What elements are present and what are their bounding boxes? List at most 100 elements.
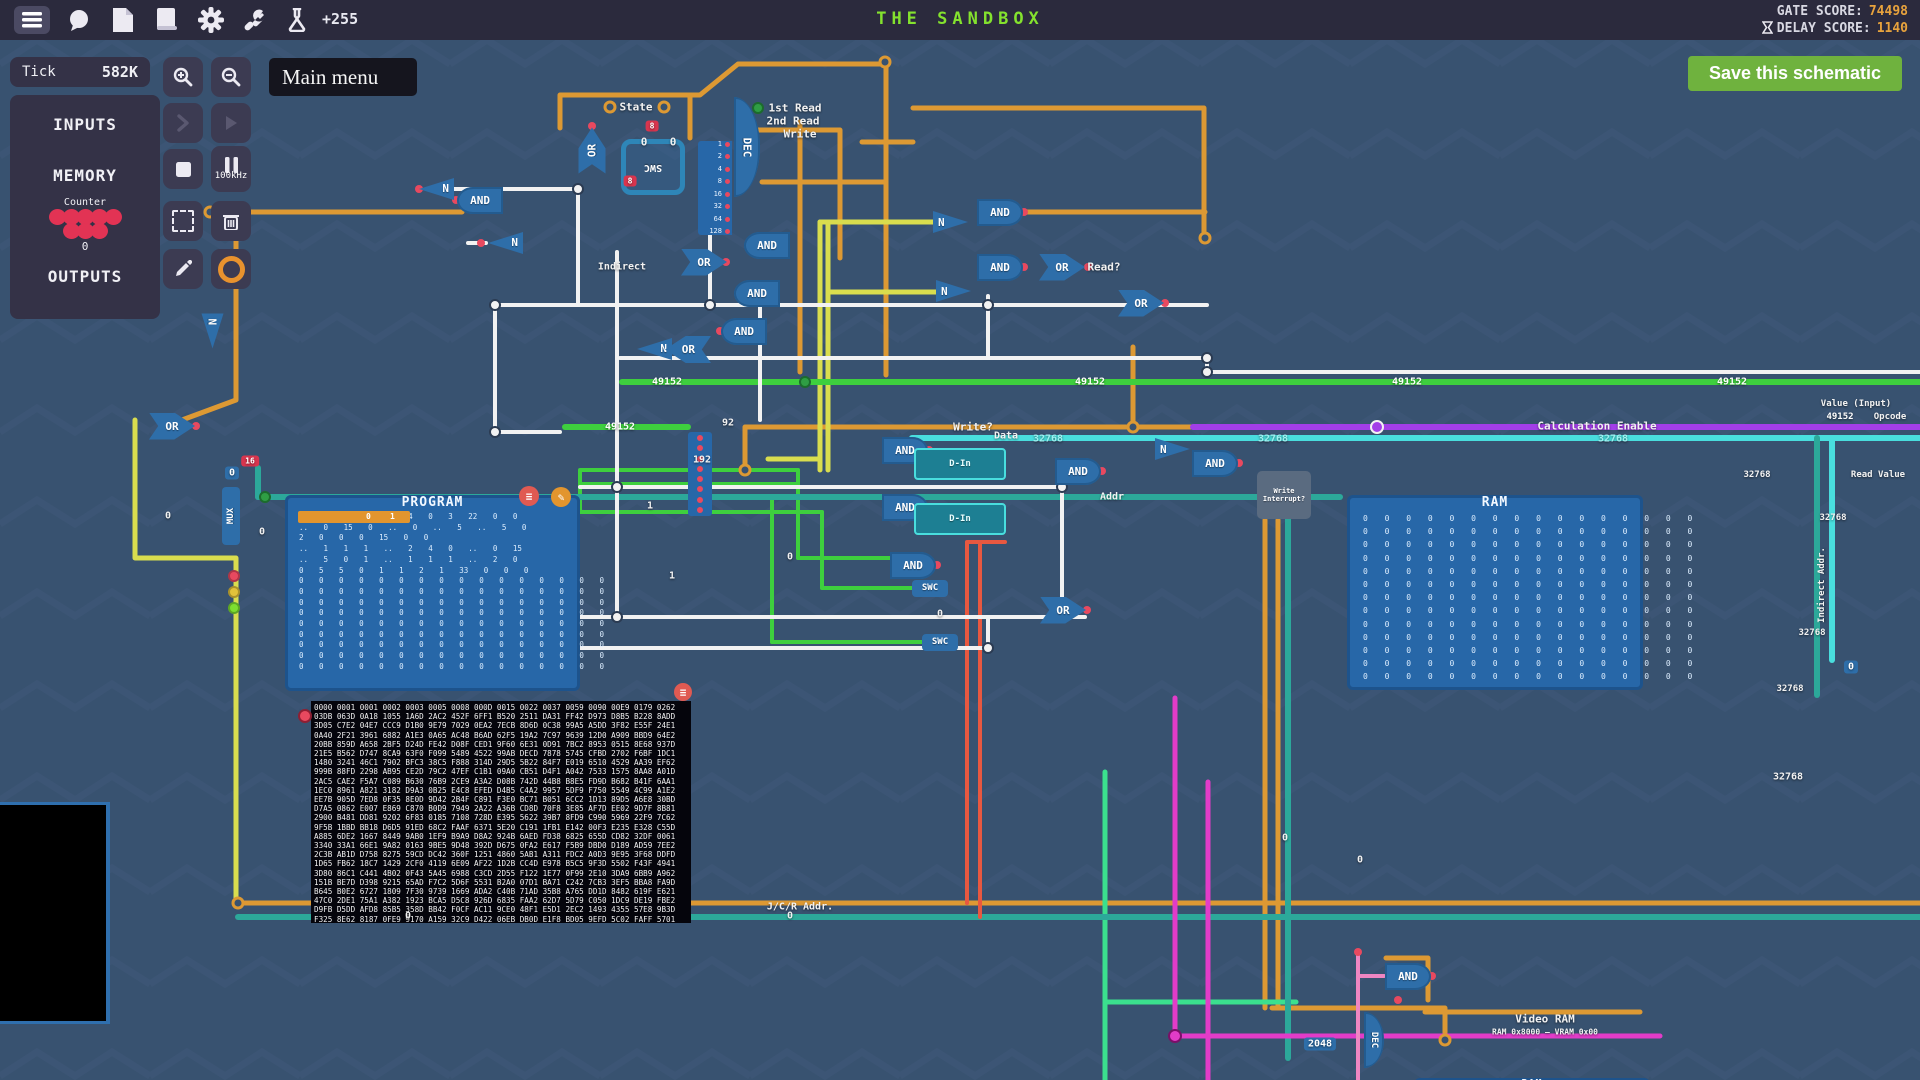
edit-button[interactable]	[163, 249, 203, 289]
video-ram-panel-title: RAM	[1414, 1078, 1650, 1080]
grid-row: 0 0 0 0 0 0 0 0 0 0 0 0 0 0 0 0	[1363, 632, 1693, 642]
stop-icon	[175, 161, 191, 177]
gate-dec[interactable]: DEC	[1364, 1012, 1384, 1068]
sim-speed: 100kHz	[214, 171, 248, 181]
gate-swc[interactable]: SWC	[912, 579, 948, 597]
tick-value: 582K	[101, 63, 138, 81]
zoom-in-button[interactable]	[163, 57, 203, 97]
grid-row: 2AC5 CAE2 F5A7 C089 B630 76B9 2CE9 A3A2 …	[314, 776, 676, 786]
decoder-input-label: 2	[717, 152, 722, 161]
grid-row: 1480 3241 46C1 7902 BFC3 38C5 F888 314D …	[314, 758, 676, 768]
page-title: THE SANDBOX	[876, 9, 1044, 29]
gate-and[interactable]: AND	[977, 253, 1023, 281]
main-menu-button[interactable]	[14, 6, 50, 34]
counter-value: 0	[81, 240, 89, 253]
gate-and[interactable]: AND	[457, 186, 503, 214]
program-memory-panel[interactable]: PROGRAM 0 1 .. 3 0 2 .. 4 0 3 22 0 0.. 0…	[285, 495, 604, 691]
gate-d-in[interactable]: D-In	[914, 503, 1006, 535]
gate-and[interactable]: AND	[734, 279, 780, 307]
gate-label: OR	[165, 419, 179, 433]
gate-label: SWC	[643, 161, 663, 173]
select-button[interactable]	[163, 201, 203, 241]
chat-button[interactable]	[64, 6, 94, 34]
grid-row: 0 0 0 0 0 0 0 0 0 0 0 0 0 0 0 0	[1363, 514, 1693, 523]
grid-row: D9FB D5DD AFD8 85B5 358D BB42 F0CF AC11 …	[314, 905, 676, 915]
grid-row: 0 0 0 0 0 0 0 0 0 0 0 0 0 0 0 0	[1363, 527, 1693, 537]
grid-row: 03DB 063D 0A18 1055 1A6D 2AC2 452F 6FF1 …	[314, 712, 676, 722]
gate-label: D-In	[949, 514, 971, 524]
grid-row: 2900 B481 DD81 9202 6F83 0185 7108 728D …	[314, 813, 676, 823]
counter-label: Counter	[63, 197, 107, 208]
gate-label: AND	[895, 443, 915, 457]
grid-row: 0 0 0 0 0 0 0 0 0 0 0 0 0 0 0 0	[1363, 540, 1693, 550]
program-menu-badge[interactable]: ≡	[519, 486, 539, 506]
hourglass-icon	[1761, 21, 1774, 34]
grid-row: 2C3B AB1D D758 8275 59CD DC42 360F 1251 …	[314, 850, 676, 860]
grid-row: B645 B0E2 6727 1809 7F30 9739 1669 ADA2 …	[314, 887, 676, 897]
delete-button[interactable]	[211, 201, 251, 241]
step-button[interactable]	[163, 103, 203, 143]
save-schematic-button[interactable]: Save this schematic	[1688, 56, 1902, 91]
decoder-input-label: 128	[709, 226, 722, 235]
decoder-input-label: 32	[713, 202, 722, 211]
zoom-out-icon	[221, 67, 241, 87]
book-button[interactable]	[152, 6, 182, 34]
gate-and[interactable]: AND	[1055, 457, 1101, 485]
gate-and[interactable]: AND	[1192, 449, 1238, 477]
grid-row: 0 0 0 0 0 0 0 0 0 0 0 0 0 0 0 0	[299, 619, 604, 629]
grid-row: 9F5B 1BBD BB18 D6D5 91ED 68C2 FAAF 6371 …	[314, 822, 676, 832]
play-button[interactable]	[211, 103, 251, 143]
grid-row: 3D80 86C1 C441 4B02 0F43 5A45 6988 C3CD …	[314, 868, 676, 878]
wire-mode-button[interactable]	[211, 249, 251, 289]
wrench-icon	[244, 9, 264, 31]
gate-label: N	[938, 215, 945, 229]
gate-d-in[interactable]: D-In	[914, 448, 1006, 480]
gate-label: AND	[1398, 969, 1418, 983]
gate-label: OR	[585, 143, 599, 157]
video-ram-panel[interactable]: RAM 0 0 0 0 0 0 0 0 0 0 0 0 0 0 0 00 0 0…	[1414, 1078, 1650, 1080]
gate-mux[interactable]: MUX	[222, 487, 240, 545]
zoom-out-button[interactable]	[211, 57, 251, 97]
settings-button[interactable]	[196, 6, 226, 34]
tick-counter: Tick 582K	[10, 57, 150, 87]
gate-and[interactable]: AND	[744, 231, 790, 259]
gate-label: DEC	[1368, 1031, 1379, 1049]
small-decoder[interactable]	[688, 432, 712, 516]
tick-label: Tick	[22, 64, 56, 80]
gate-label: OR	[697, 255, 711, 269]
hexdump-menu-badge[interactable]: ≡	[674, 683, 692, 701]
gate-and[interactable]: AND	[890, 551, 936, 579]
grid-row: 0 0 0 0 0 0 0 0 0 0 0 0 0 0 0 0	[299, 661, 604, 671]
program-edit-badge[interactable]: ✎	[551, 487, 571, 507]
flask-icon	[288, 8, 306, 32]
gate-label: DEC	[740, 137, 754, 157]
outputs-heading: OUTPUTS	[47, 267, 123, 286]
gate-label: OR	[681, 342, 695, 356]
stop-button[interactable]	[163, 149, 203, 189]
gate-write-interrupt-[interactable]: Write Interrupt?	[1257, 471, 1311, 519]
counter-component[interactable]	[48, 209, 122, 239]
memory-hexdump[interactable]: 0000 0001 0001 0002 0003 0005 0008 000D …	[311, 701, 691, 924]
file-button[interactable]	[108, 6, 138, 34]
gate-label: N	[206, 318, 219, 326]
gate-and[interactable]: AND	[1385, 962, 1431, 990]
highlight-cell: 1	[390, 512, 395, 521]
delay-score: DELAY SCORE:1140	[1761, 21, 1908, 36]
gate-and[interactable]: AND	[721, 317, 767, 345]
tools-button[interactable]	[240, 6, 270, 34]
gate-label: OR	[1056, 603, 1070, 617]
gate-label: OR	[1134, 296, 1148, 310]
pause-speed-button[interactable]: 100kHz	[211, 146, 251, 192]
gate-and[interactable]: AND	[977, 198, 1023, 226]
decoder-input-label: 8	[717, 177, 722, 186]
lab-button[interactable]	[282, 6, 312, 34]
highlight-cell: 0	[366, 512, 371, 521]
hexdump-pin	[298, 709, 312, 723]
gate-swc[interactable]: SWC	[922, 633, 958, 651]
gate-swc[interactable]: SWC	[621, 139, 685, 195]
grid-row: 0 0 0 0 0 0 0 0 0 0 0 0 0 0 0 0	[1363, 659, 1693, 669]
decoder-input-label: 16	[713, 189, 722, 198]
